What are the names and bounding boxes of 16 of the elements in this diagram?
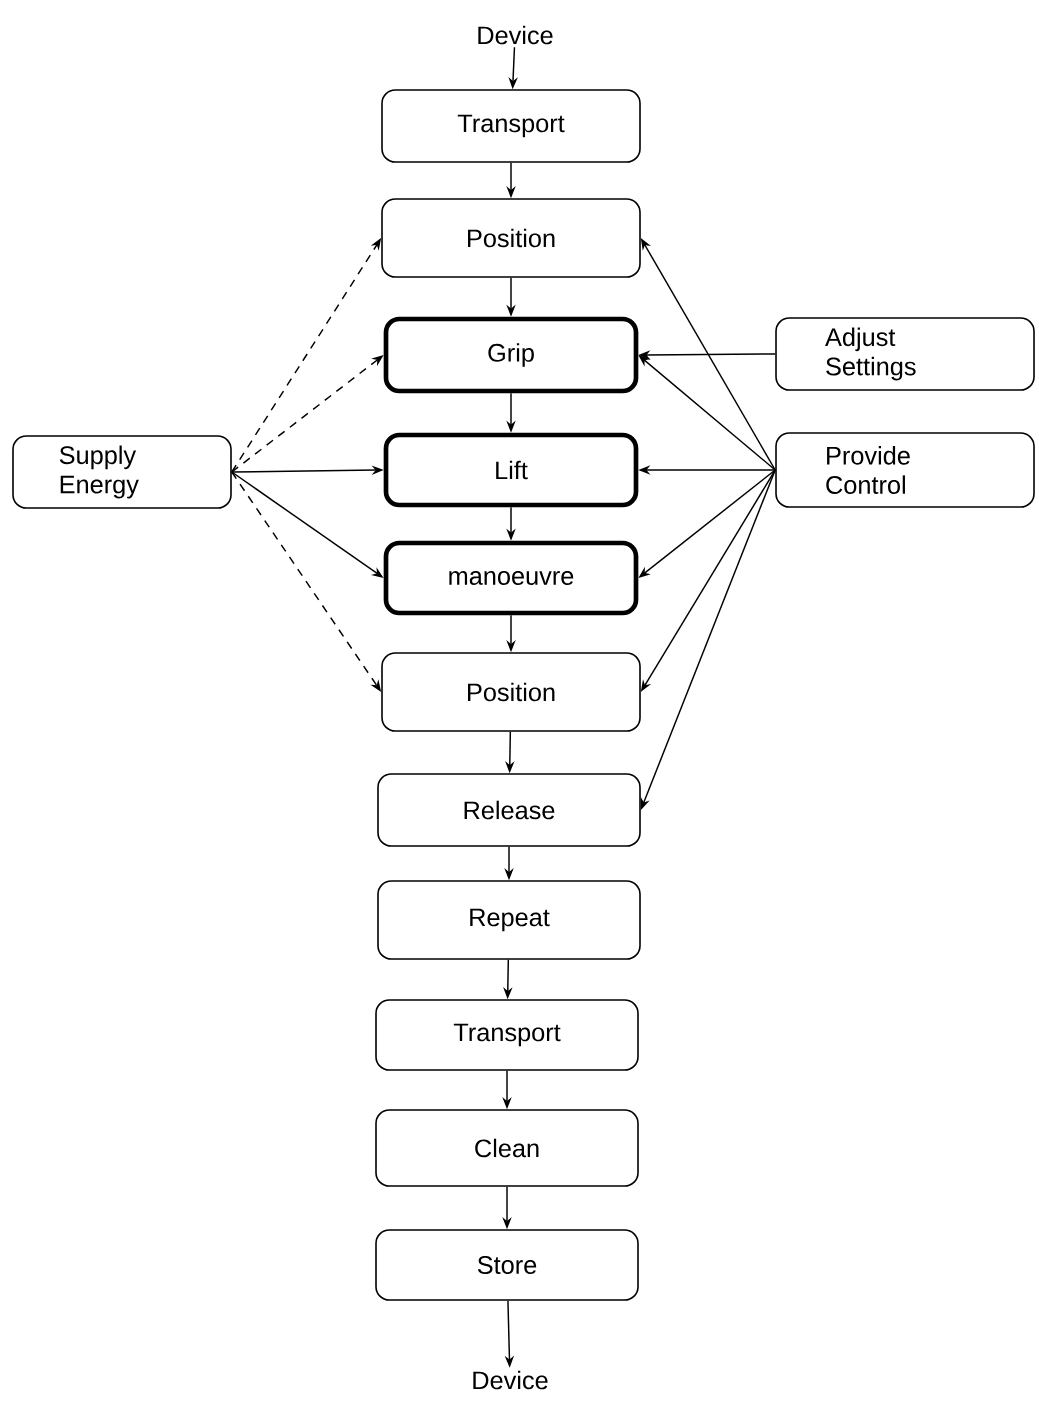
process-box: Release	[377, 773, 641, 847]
process-box: Transport	[375, 999, 639, 1071]
endpoint-label: Device	[473, 1370, 548, 1390]
process-box: Position	[381, 652, 641, 732]
process-box: Store	[375, 1229, 639, 1301]
process-box: Transport	[381, 89, 641, 163]
process-box: manoeuvre	[383, 540, 639, 616]
process-box: Repeat	[377, 880, 641, 960]
process-box: Grip	[383, 316, 639, 394]
process-box: Provide Control	[775, 432, 1035, 508]
process-box: Adjust Settings	[775, 317, 1035, 391]
endpoint-label: Device	[478, 25, 553, 45]
process-box: Lift	[383, 432, 639, 508]
process-box: Supply Energy	[12, 435, 232, 509]
process-box: Clean	[375, 1109, 639, 1187]
process-box: Position	[381, 198, 641, 278]
